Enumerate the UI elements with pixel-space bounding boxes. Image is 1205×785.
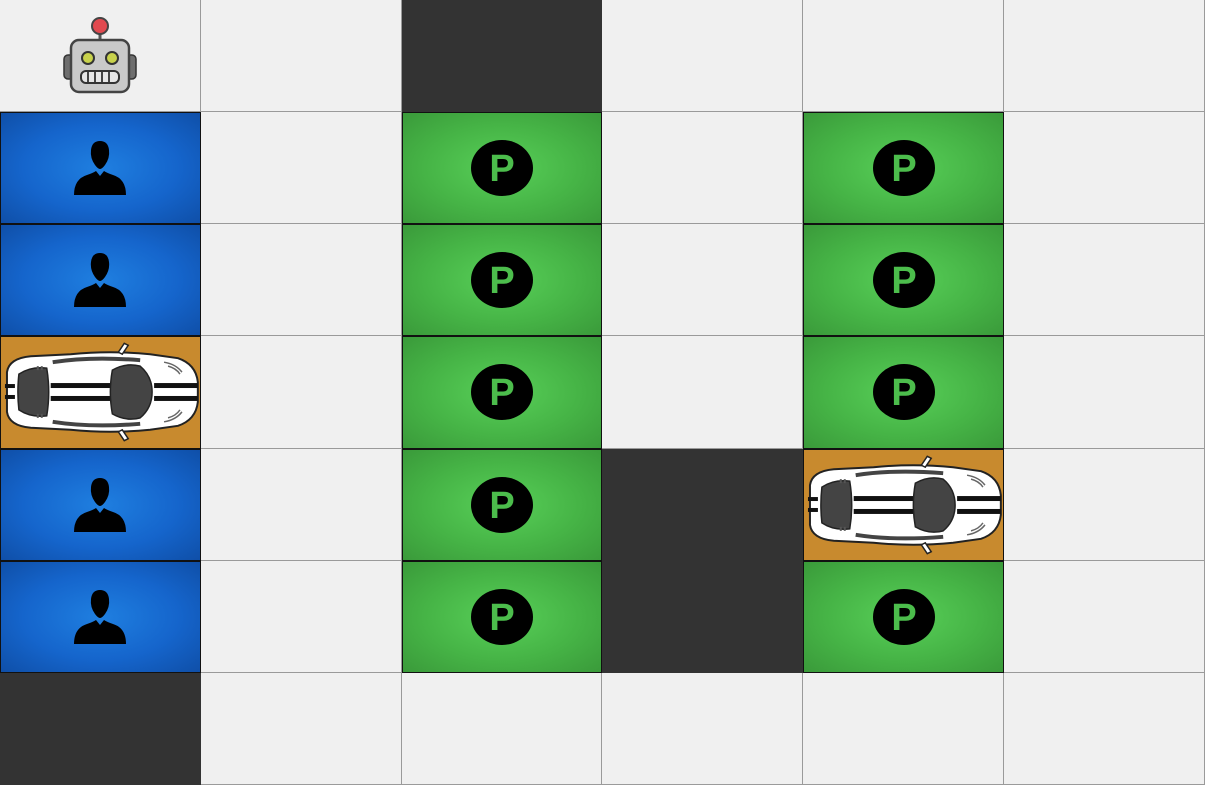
- grid-cell-empty-r6c4: [803, 672, 1005, 785]
- grid-cell-empty-r3c3: [602, 336, 804, 449]
- person-icon: [74, 589, 127, 644]
- parking-label: P: [489, 148, 514, 190]
- grid-cell-empty-r1c3: [602, 112, 804, 225]
- grid-cell-empty-r6c1: [200, 672, 402, 785]
- grid-cell-person-r2c0: [0, 224, 201, 337]
- parking-label: P: [489, 485, 514, 527]
- parking-label: P: [891, 597, 916, 639]
- grid-cell-empty-r1c1: [200, 112, 402, 225]
- grid-cell-empty-r5c5: [1004, 560, 1205, 673]
- grid-cell-empty-r6c5: [1004, 672, 1205, 785]
- parking-sign-icon: P: [872, 252, 935, 309]
- grid-cell-person-r5c0: [0, 560, 201, 673]
- parking-sign-icon: P: [872, 140, 935, 197]
- grid-cell-empty-r4c1: [200, 448, 402, 561]
- parking-sign-icon: P: [471, 252, 534, 309]
- grid-cell-empty-r5c1: [200, 560, 402, 673]
- parking-sign-icon: P: [471, 140, 534, 197]
- person-icon: [74, 141, 127, 196]
- grid-cell-empty-r0c4: [803, 0, 1005, 113]
- parking-sign-icon: P: [471, 364, 534, 421]
- parking-sign-icon: P: [872, 588, 935, 645]
- grid-cell-wall-r0c2: [401, 0, 603, 113]
- parking-label: P: [489, 372, 514, 414]
- parking-label: P: [489, 260, 514, 302]
- car-icon: [808, 454, 1003, 555]
- grid-cell-robot-r0c0: [0, 0, 201, 113]
- grid-cell-parking-r1c4: P: [803, 112, 1005, 225]
- grid-cell-empty-r6c3: [602, 672, 804, 785]
- grid-cell-empty-r6c2: [401, 672, 603, 785]
- parking-label: P: [891, 372, 916, 414]
- grid-cell-empty-r0c5: [1004, 0, 1205, 113]
- grid-cell-parking-r3c2: P: [401, 336, 603, 449]
- parking-sign-icon: P: [872, 364, 935, 421]
- grid-cell-parking-r2c2: P: [401, 224, 603, 337]
- grid-cell-empty-r3c5: [1004, 336, 1205, 449]
- person-icon: [74, 477, 127, 532]
- grid-cell-parking-r5c2: P: [401, 560, 603, 673]
- parking-sign-icon: P: [471, 588, 534, 645]
- grid-cell-empty-r3c1: [200, 336, 402, 449]
- grid-cell-empty-r4c5: [1004, 448, 1205, 561]
- car-icon: [4, 342, 199, 443]
- parking-label: P: [489, 597, 514, 639]
- grid-cell-wall-r4c3: [602, 448, 804, 561]
- grid-cell-parking-r2c4: P: [803, 224, 1005, 337]
- grid-cell-parking-r4c2: P: [401, 448, 603, 561]
- grid-cell-wall-r5c3: [602, 560, 804, 673]
- grid-cell-parking-r5c4: P: [803, 560, 1005, 673]
- grid-cell-parking-r3c4: P: [803, 336, 1005, 449]
- grid-cell-empty-r2c3: [602, 224, 804, 337]
- robot-icon: [63, 16, 137, 93]
- grid-cell-empty-r0c3: [602, 0, 804, 113]
- grid-cell-empty-r1c5: [1004, 112, 1205, 225]
- parking-label: P: [891, 148, 916, 190]
- grid-cell-car-r4c4: [803, 448, 1005, 561]
- grid-cell-empty-r2c5: [1004, 224, 1205, 337]
- parking-label: P: [891, 260, 916, 302]
- person-icon: [74, 253, 127, 308]
- grid-cell-person-r4c0: [0, 448, 201, 561]
- grid-cell-empty-r0c1: [200, 0, 402, 113]
- grid-cell-empty-r2c1: [200, 224, 402, 337]
- parking-sign-icon: P: [471, 476, 534, 533]
- grid-cell-parking-r1c2: P: [401, 112, 603, 225]
- grid-cell-car-r3c0: [0, 336, 201, 449]
- grid-cell-wall-r6c0: [0, 672, 201, 785]
- grid-cell-person-r1c0: [0, 112, 201, 225]
